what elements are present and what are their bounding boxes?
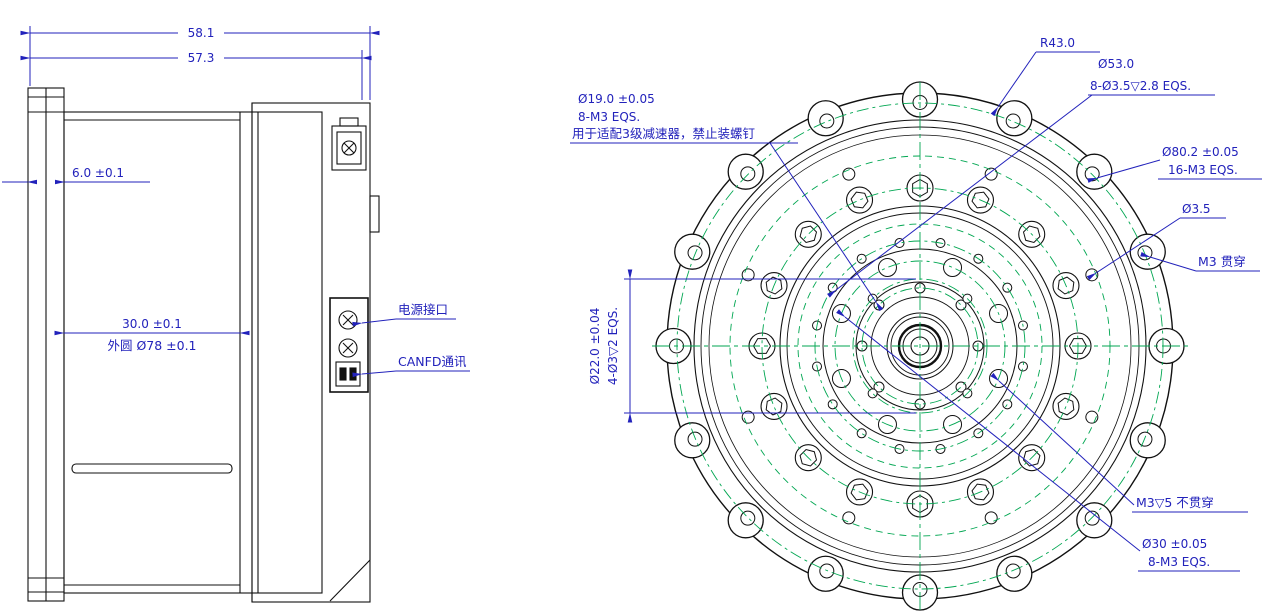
hex-socket-icon [1068,338,1088,354]
socket-screw [760,392,788,421]
m3-through-hole [687,245,703,261]
front-view-geometry [652,81,1192,612]
socket-screw [794,220,822,248]
power-connector-icon [338,338,358,358]
small-hole [894,238,905,249]
m3-through-hole [740,166,756,182]
hex-socket-icon [971,483,990,501]
side-view-geometry [27,87,380,603]
callout-d22-line1: Ø22.0 ±0.04 [588,308,602,385]
small-hole [1017,361,1028,372]
small-hole [1002,399,1013,410]
m3-through-hole [1137,431,1153,447]
callout-m3-blind: M3▽5 不贯穿 [1136,495,1214,510]
dim-outer-diameter: 外圆 Ø78 ±0.1 [107,338,196,353]
rear-housing-section [251,102,371,603]
m3-through-hole [819,113,835,129]
callout-d19-line1: Ø19.0 ±0.05 [578,92,655,106]
m3-through-hole [740,510,756,526]
small-hole [827,399,838,410]
m3-through-hole [1084,166,1100,182]
callout-d53-line1: Ø53.0 [1098,57,1134,71]
hex-socket-icon [752,338,772,354]
hex-socket-icon [765,397,783,416]
callout-d80-line2: 16-M3 EQS. [1168,163,1238,177]
m3-blind-hole [943,257,963,277]
hex-socket-icon [799,225,818,244]
dim-body-width: 57.3 [188,51,215,65]
label-canfd-port: CANFD通讯 [398,354,467,369]
m3-through-hole [687,431,703,447]
callout-r43: R43.0 [1040,36,1075,50]
hex-socket-icon [765,276,783,295]
power-connector-icon [338,310,358,330]
m3-through-hole [1005,563,1021,579]
hex-socket-icon [850,191,869,209]
front-view-annotations: R43.0 Ø53.0 8-Ø3.5▽2.8 EQS. Ø19.0 ±0.05 … [570,36,1262,572]
callout-d19-line2: 8-M3 EQS. [578,110,640,124]
hex-socket-icon [1057,397,1075,416]
callout-d80-line1: Ø80.2 ±0.05 [1162,145,1239,159]
callout-d19-note: 用于适配3级减速器，禁止装螺钉 [572,126,755,141]
connector-panel [329,297,369,393]
m3-blind-hole [877,257,897,277]
small-hole [1002,282,1013,293]
label-power-port: 电源接口 [398,302,448,317]
m3-through-hole [819,563,835,579]
hex-socket-icon [799,448,818,467]
d35-hole [842,511,856,525]
m3-through-hole [1137,245,1153,261]
m3-through-hole [1005,113,1021,129]
top-connector-icon [341,140,357,156]
small-hole [856,428,867,439]
hex-socket-icon [971,191,990,209]
socket-screw [845,186,874,214]
hex-socket-icon [1022,225,1041,244]
callout-d30-line2: 8-M3 EQS. [1148,555,1210,569]
hex-socket-icon [1022,448,1041,467]
bottom-slot [71,463,233,474]
dim-flange-thickness: 6.0 ±0.1 [72,166,124,180]
callout-d35: Ø3.5 [1182,202,1211,216]
hex-socket-icon [850,483,869,501]
dim-total-width: 58.1 [188,26,215,40]
side-view-dimensions: 58.1 57.3 6.0 ±0.1 30.0 ±0.1 外圆 Ø78 ±0.1… [2,26,470,378]
d35-hole [984,167,998,181]
hex-socket-icon [1057,276,1075,295]
callout-d53-line2: 8-Ø3.5▽2.8 EQS. [1090,79,1191,93]
callout-m3-through: M3 贯穿 [1198,254,1246,269]
callout-d30-line1: Ø30 ±0.05 [1142,537,1207,551]
dim-body-depth: 30.0 ±0.1 [122,317,182,331]
callout-d22-line2: 4-Ø3▽2 EQS. [606,307,620,385]
d35-hole [984,511,998,525]
motor-body-section [63,111,323,594]
m3-reducer-hole [955,299,967,311]
